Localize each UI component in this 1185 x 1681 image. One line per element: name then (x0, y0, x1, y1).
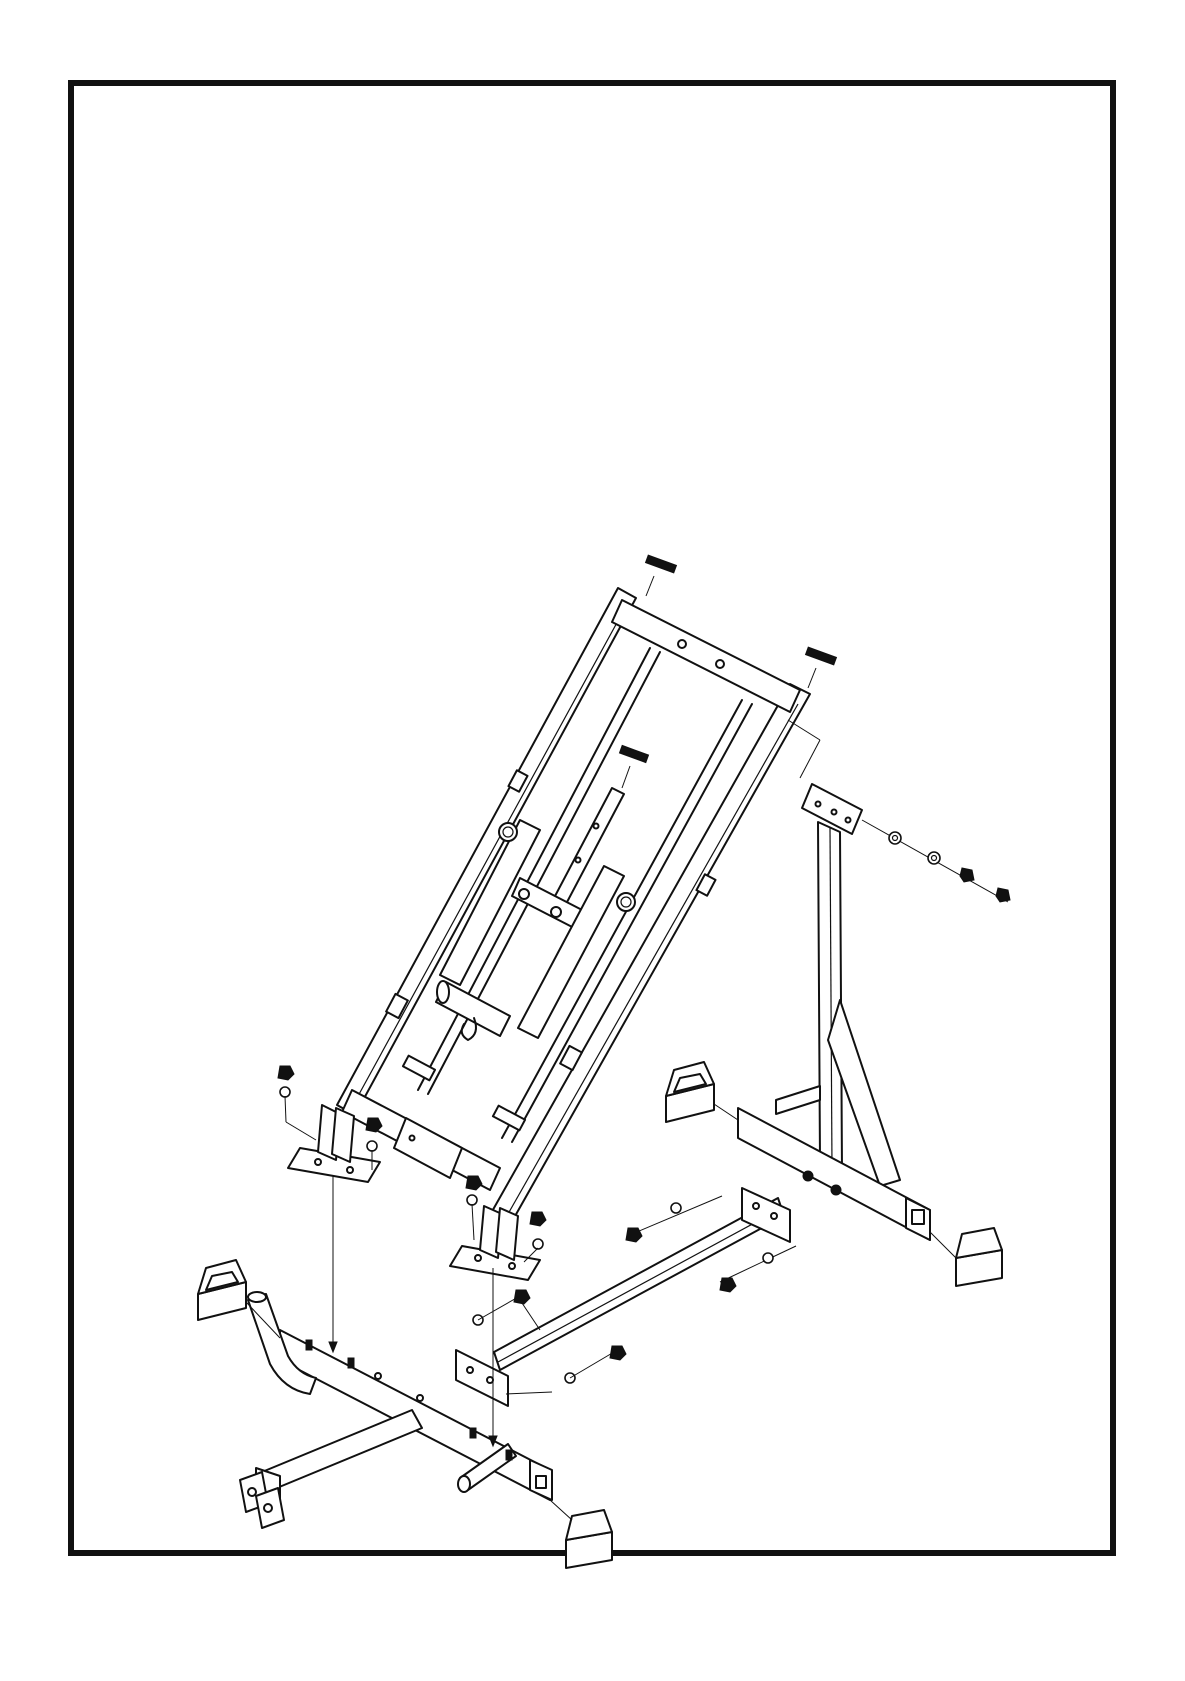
rear-support (738, 784, 930, 1240)
front-base (240, 1292, 552, 1528)
spring-clip-icon (646, 555, 677, 596)
incline-frame (288, 588, 810, 1280)
end-cap-icon (666, 1062, 738, 1122)
end-cap-icon (550, 1500, 612, 1568)
spring-clip-icon (619, 745, 648, 788)
spring-clip-icon (806, 647, 837, 688)
assembly-arrow (329, 1175, 337, 1352)
end-cap-icon (930, 1228, 1002, 1286)
